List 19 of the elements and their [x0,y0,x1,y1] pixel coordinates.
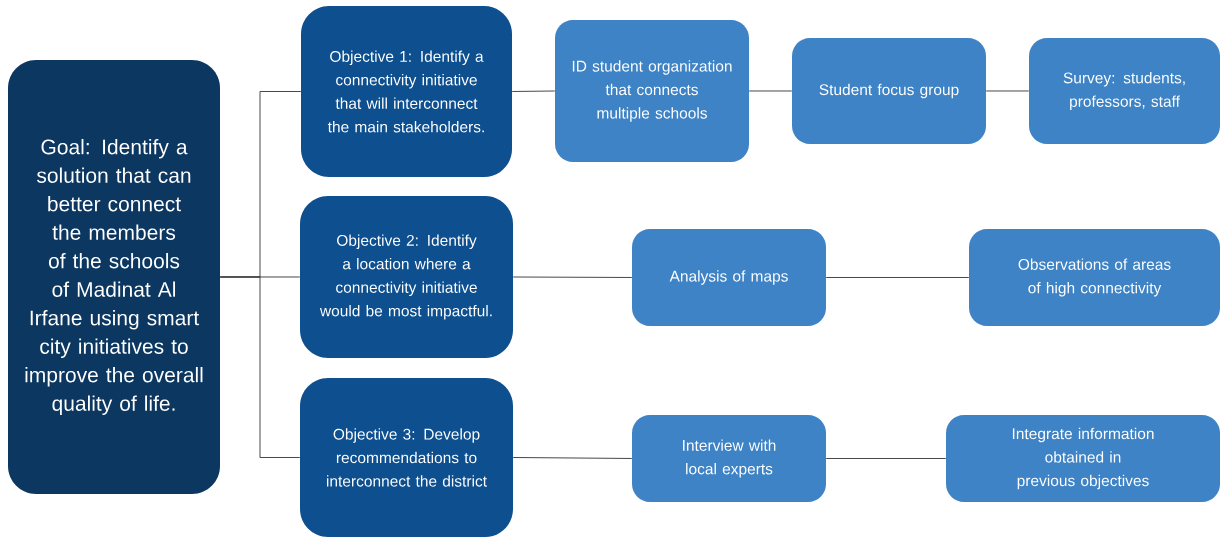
connector-line [512,457,633,459]
connector-line [511,90,556,92]
objective-box: Objective 3: Develop recommendations to interconnect the district [300,378,513,537]
connector-line [748,90,793,92]
objective-box: Objective 2: Identify a location where a connectivity initiative would be most impactful. [300,196,513,358]
goal-box: Goal: Identify a solution that can better connect the members of the schools of Madinat Al Irfane using smart city initiatives to improve the overall quality of life. [8,60,220,494]
connector-line [512,276,633,278]
connector-line [985,90,1030,92]
connector-line [825,458,947,459]
connector-line [219,276,301,458]
task-box: Student focus group [792,38,986,144]
task-box: Survey: students, professors, staff [1029,38,1220,144]
connector-line [825,277,970,278]
task-box: Analysis of maps [632,229,826,326]
task-box: Interview with local experts [632,415,826,502]
task-box: Integrate information obtained in previous objectives [946,415,1220,502]
task-box: Observations of areas of high connectivity [969,229,1220,326]
objective-box: Objective 1: Identify a connectivity initiative that will interconnect the main stakeholders. [301,6,512,177]
task-box: ID student organization that connects multiple schools [555,20,749,162]
